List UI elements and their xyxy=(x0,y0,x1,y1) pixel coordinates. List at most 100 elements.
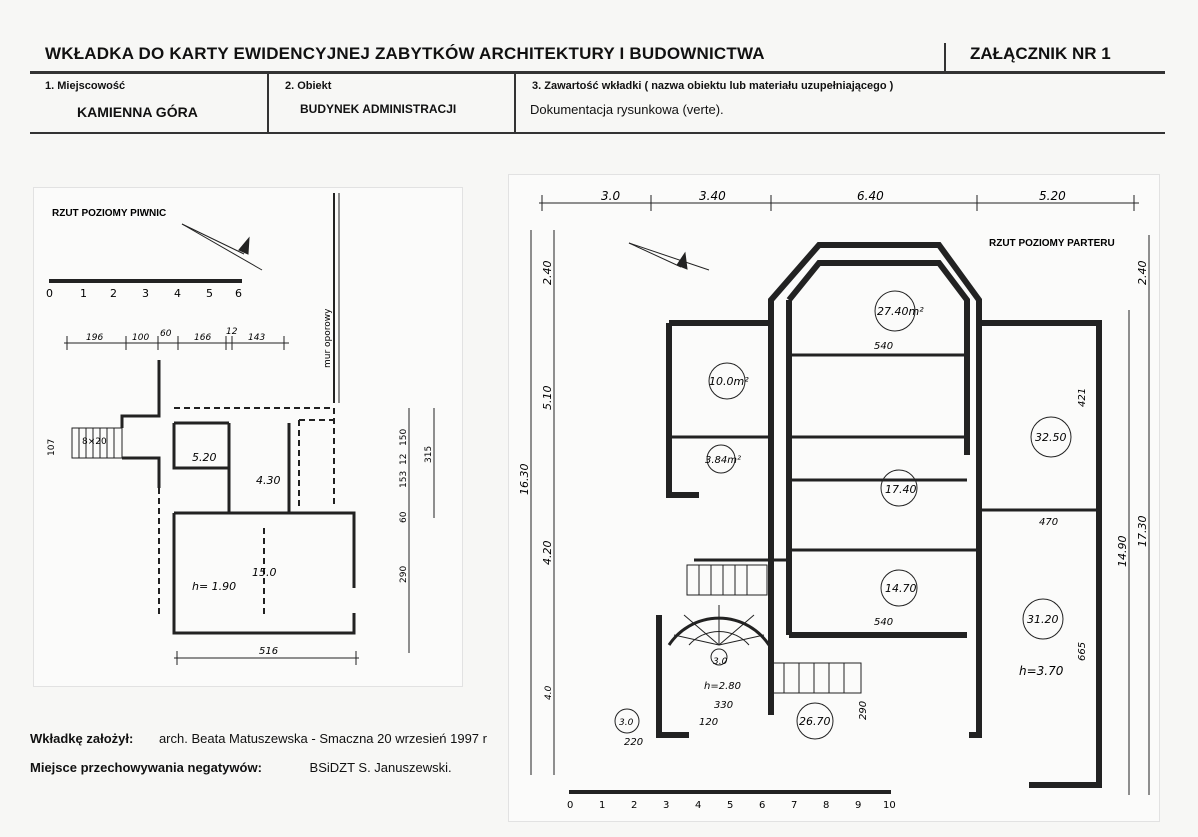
dim-label: 12 xyxy=(399,454,409,465)
basement-plan-title: RZUT POZIOMY PIWNIC xyxy=(52,208,166,219)
scale-tick: 4 xyxy=(695,800,701,811)
dim-label: 665 xyxy=(1077,642,1088,661)
field-divider-2 xyxy=(514,74,516,134)
storage-value: BSiDZT S. Januszewski. xyxy=(309,760,452,775)
ground-walls xyxy=(656,242,1102,788)
ground-stairs xyxy=(686,564,862,694)
room-area: 5.20 xyxy=(192,451,217,464)
left-dim: 107 xyxy=(47,439,57,456)
scale-tick: 6 xyxy=(759,800,765,811)
basement-stairs xyxy=(71,427,123,459)
spiral-staircase xyxy=(667,605,771,666)
height-label: h=3.70 xyxy=(1019,664,1064,678)
retaining-wall: mur oporowy xyxy=(323,193,340,403)
basement-walls xyxy=(120,360,356,635)
ground-right-dims xyxy=(1128,235,1150,795)
document-title: WKŁADKA DO KARTY EWIDENCYJNEJ ZABYTKÓW A… xyxy=(45,44,765,63)
room-area: 10.0m² xyxy=(709,375,749,388)
basement-top-dims xyxy=(64,336,289,350)
dim-label: 17.30 xyxy=(1136,516,1149,548)
basement-plan: RZUT POZIOMY PIWNIC 0 1 2 3 4 5 6 mur op… xyxy=(33,187,463,687)
object-label: 2. Obiekt xyxy=(285,80,332,92)
dim-label: 290 xyxy=(399,566,409,583)
dim-label: 150 xyxy=(399,429,409,446)
dim-label: 12 xyxy=(226,327,238,337)
dim-label: 5.20 xyxy=(1039,189,1066,203)
scale-tick: 2 xyxy=(631,800,637,811)
dim-label: 470 xyxy=(1039,517,1058,528)
scale-tick: 8 xyxy=(823,800,829,811)
ground-scale-bar xyxy=(569,790,891,794)
basement-scale-bar: 0 1 2 3 4 5 6 xyxy=(46,279,242,300)
dim-label: 166 xyxy=(194,333,211,343)
ground-top-dims xyxy=(539,195,1139,211)
room-area: 3.0 xyxy=(713,657,728,667)
ground-inner-walls xyxy=(669,353,1099,562)
basement-plan-drawing: RZUT POZIOMY PIWNIC 0 1 2 3 4 5 6 mur op… xyxy=(46,193,435,665)
dim-label: 540 xyxy=(874,341,893,352)
location-label: 1. Miejscowość xyxy=(45,80,126,92)
scale-tick: 0 xyxy=(567,800,573,811)
scale-tick: 3 xyxy=(142,287,149,300)
room-area: 32.50 xyxy=(1035,431,1067,444)
scale-tick: 3 xyxy=(663,800,669,811)
object-value: BUDYNEK ADMINISTRACJI xyxy=(300,102,457,116)
room-area: 31.20 xyxy=(1027,613,1059,626)
dim-label: 290 xyxy=(858,701,869,720)
room-area: 17.40 xyxy=(885,483,917,496)
dim-label: 60 xyxy=(399,511,409,523)
dim-label: 220 xyxy=(624,737,643,748)
scale-tick: 1 xyxy=(80,287,87,300)
field-divider-1 xyxy=(267,74,269,134)
storage-row: Miejsce przechowywania negatywów: BSiDZT… xyxy=(30,760,510,775)
scale-tick: 6 xyxy=(235,287,242,300)
header-rule xyxy=(30,71,1165,74)
scale-tick: 5 xyxy=(727,800,733,811)
dim-label: 6.40 xyxy=(857,189,884,203)
scale-tick: 1 xyxy=(599,800,605,811)
room-area: 14.70 xyxy=(885,582,917,595)
scale-tick: 0 xyxy=(46,287,53,300)
room-area: 3.0 xyxy=(619,718,634,728)
ground-plan-drawing: RZUT POZIOMY PARTERU 3.0 3.40 6.40 5.20 … xyxy=(518,189,1150,811)
room-area: 4.30 xyxy=(256,474,281,487)
room-area: 27.40m² xyxy=(877,305,924,318)
location-value: KAMIENNA GÓRA xyxy=(77,104,198,120)
room-area: 26.70 xyxy=(799,715,831,728)
height-label: h= 1.90 xyxy=(192,580,236,593)
dim-label: 100 xyxy=(132,333,149,343)
room-area: 15.0 xyxy=(252,566,277,579)
author-value: arch. Beata Matuszewska - Smaczna 20 wrz… xyxy=(158,731,487,746)
dim-label: 3.40 xyxy=(699,189,726,203)
field-rule xyxy=(30,132,1165,134)
dim-label: 330 xyxy=(714,700,733,711)
room-area: 3.84m² xyxy=(705,455,741,466)
dim-label: 315 xyxy=(424,446,434,463)
stair-label: h=2.80 xyxy=(704,681,741,692)
stair-label: 8×20 xyxy=(82,437,107,447)
dim-label: 2.40 xyxy=(1136,261,1149,286)
scale-tick: 5 xyxy=(206,287,213,300)
scale-tick: 4 xyxy=(174,287,181,300)
dim-label: 4.0 xyxy=(544,685,554,700)
scale-tick: 9 xyxy=(855,800,861,811)
dim-label: 14.90 xyxy=(1116,536,1129,568)
basement-bottom-dim xyxy=(174,651,359,665)
dim-label: 16.30 xyxy=(518,464,531,496)
dim-label: 2.40 xyxy=(541,261,554,286)
dim-label: 540 xyxy=(874,617,893,628)
scale-tick: 2 xyxy=(110,287,117,300)
wall-note: mur oporowy xyxy=(323,308,333,368)
north-arrow-icon xyxy=(628,242,710,271)
dim-label: 421 xyxy=(1077,388,1088,407)
dim-label: 516 xyxy=(259,646,278,657)
content-label: 3. Zawartość wkładki ( nazwa obiektu lub… xyxy=(532,80,894,92)
annex-number: ZAŁĄCZNIK NR 1 xyxy=(970,44,1111,63)
scale-tick: 10 xyxy=(883,800,896,811)
dim-label: 60 xyxy=(160,329,172,339)
header-divider xyxy=(944,43,946,73)
dim-label: 196 xyxy=(86,333,103,343)
dim-label: 3.0 xyxy=(601,189,620,203)
basement-right-dims xyxy=(408,408,435,653)
scale-tick: 7 xyxy=(791,800,797,811)
